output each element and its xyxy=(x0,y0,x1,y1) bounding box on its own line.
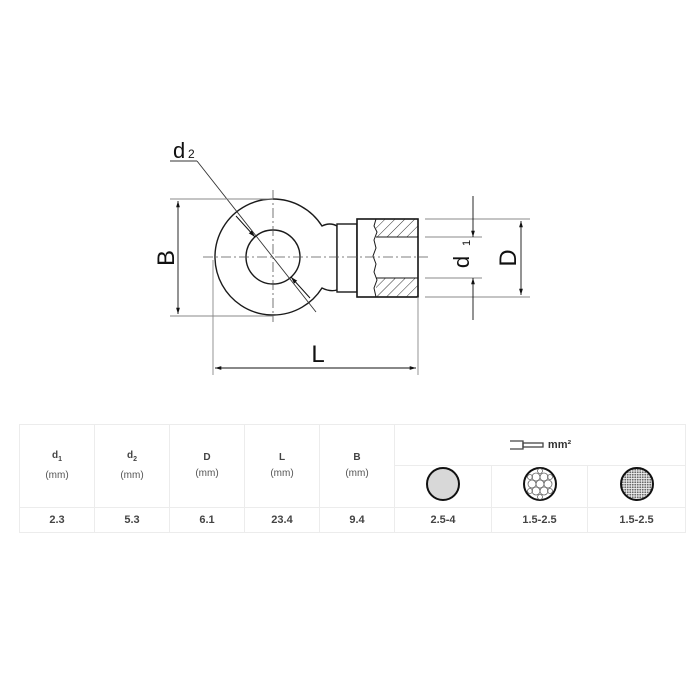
header-d1: d1 (mm) xyxy=(19,424,95,508)
ring-terminal-drawing: d 2 B L d 1 D xyxy=(153,138,530,375)
d1-label: d xyxy=(449,256,474,268)
b-label: B xyxy=(153,250,180,266)
stranded-wire-cell xyxy=(491,465,588,508)
stranded-wire-icon xyxy=(522,467,557,501)
center-lines xyxy=(203,190,428,322)
solid-wire-cell xyxy=(394,465,492,508)
d1-subscript: 1 xyxy=(461,240,473,246)
value-l: 23.4 xyxy=(244,507,320,533)
barrel xyxy=(336,218,419,298)
l-label: L xyxy=(311,341,324,368)
wire-unit-label: mm² xyxy=(547,439,572,451)
specification-table: d1 (mm) d2 (mm) D (mm) L (mm) B (mm) mm² xyxy=(19,424,687,533)
d2-label: d xyxy=(173,138,185,163)
header-d2: d2 (mm) xyxy=(94,424,170,508)
wire-terminal-icon xyxy=(509,440,544,450)
range-stranded-wire: 1.5-2.5 xyxy=(491,507,588,533)
header-l: L (mm) xyxy=(244,424,320,508)
value-b: 9.4 xyxy=(319,507,395,533)
solid-wire-icon xyxy=(426,467,460,501)
b-dimension: B xyxy=(153,198,273,317)
d2-subscript: 2 xyxy=(188,147,195,161)
value-d1: 2.3 xyxy=(19,507,95,533)
header-outer-d: D (mm) xyxy=(169,424,245,508)
wire-cross-section-header: mm² xyxy=(393,424,687,466)
value-outer-d: 6.1 xyxy=(169,507,245,533)
d2-dimension: d 2 xyxy=(170,138,317,313)
outer-d-dimension: D xyxy=(495,221,523,295)
range-solid-wire: 2.5-4 xyxy=(394,507,492,533)
header-b: B (mm) xyxy=(319,424,395,508)
outer-d-label: D xyxy=(495,249,522,266)
l-dimension: L xyxy=(212,260,419,375)
value-d2: 5.3 xyxy=(94,507,170,533)
d1-dimension: d 1 xyxy=(425,196,530,320)
range-fine-stranded-wire: 1.5-2.5 xyxy=(586,507,687,533)
fine-stranded-wire-icon xyxy=(619,467,654,501)
fine-stranded-wire-cell xyxy=(586,465,687,508)
